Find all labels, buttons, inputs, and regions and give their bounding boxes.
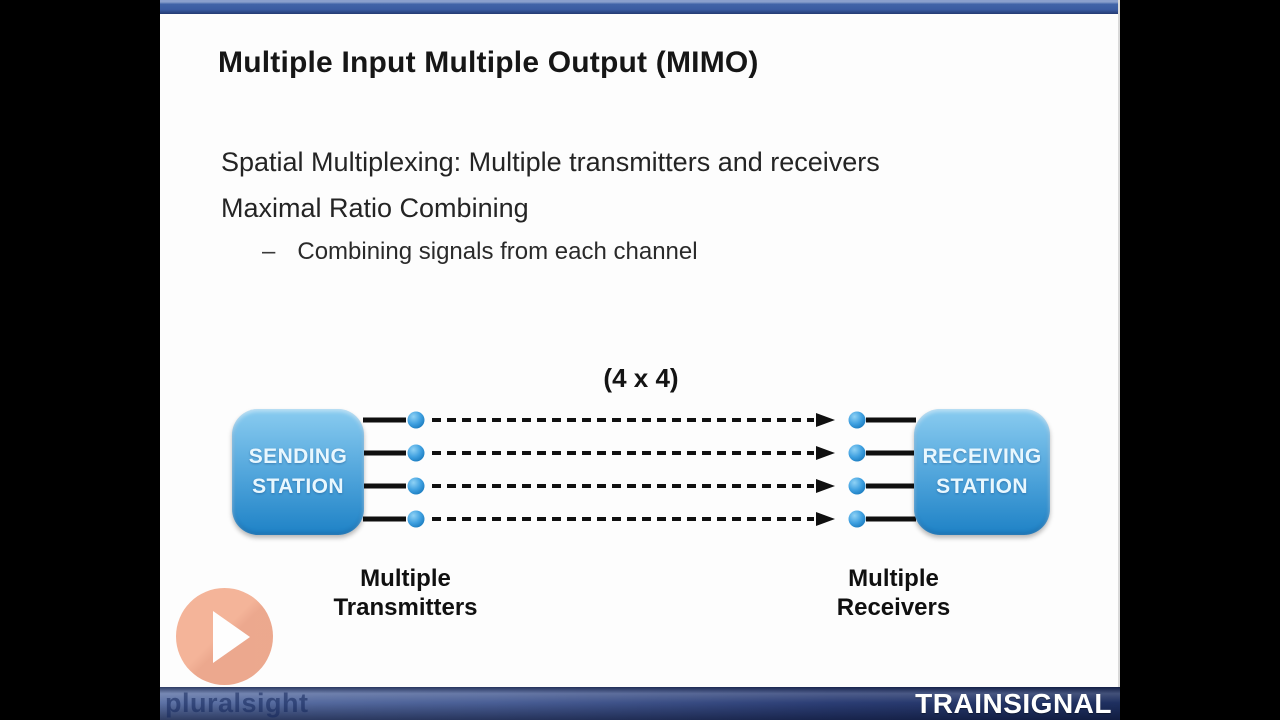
- caption-line: Transmitters: [333, 593, 478, 621]
- multiple-receivers-caption: Multiple Receivers: [776, 565, 1011, 623]
- body-line-spatial-multiplexing: Spatial Multiplexing: Multiple transmitt…: [221, 147, 880, 177]
- bullet-dash-marker: –: [262, 238, 276, 265]
- receiving-station-label-line1: RECEIVING: [922, 444, 1042, 468]
- presentation-slide: Multiple Input Multiple Output (MIMO) Sp…: [160, 0, 1120, 720]
- play-triangle-icon: [213, 611, 250, 663]
- footer-bar: pluralsight TRAINSIGNAL: [160, 687, 1120, 720]
- caption-line: Receivers: [836, 593, 951, 621]
- play-button[interactable]: [176, 588, 273, 685]
- letterbox-right: [1120, 0, 1280, 720]
- letterbox-left: [0, 0, 160, 720]
- mimo-config-label: (4 x 4): [603, 363, 679, 393]
- multiple-transmitters-caption: Multiple Transmitters: [288, 565, 523, 623]
- mimo-streams-diagram: [363, 411, 916, 528]
- receiving-station-label-line2: STATION: [936, 475, 1028, 498]
- receiving-station-box: RECEIVING STATION: [914, 409, 1050, 535]
- trainsignal-logo: TRAINSIGNAL: [915, 688, 1112, 719]
- pluralsight-watermark: pluralsight: [165, 688, 309, 718]
- caption-line: Multiple: [848, 565, 939, 592]
- caption-line: Multiple: [360, 565, 451, 592]
- slide-title: Multiple Input Multiple Output (MIMO): [218, 46, 759, 79]
- stream-rows: [363, 411, 916, 528]
- bullet-text: Combining signals from each channel: [297, 238, 698, 265]
- sending-station-label-line2: STATION: [252, 475, 344, 498]
- bullet-item: –Combining signals from each channel: [262, 238, 1022, 266]
- body-line-maximal-ratio-combining: Maximal Ratio Combining: [221, 193, 529, 223]
- sending-station-label-line1: SENDING: [248, 444, 348, 468]
- sending-station-box: SENDING STATION: [232, 409, 364, 535]
- slide-top-accent-bar: [160, 0, 1118, 14]
